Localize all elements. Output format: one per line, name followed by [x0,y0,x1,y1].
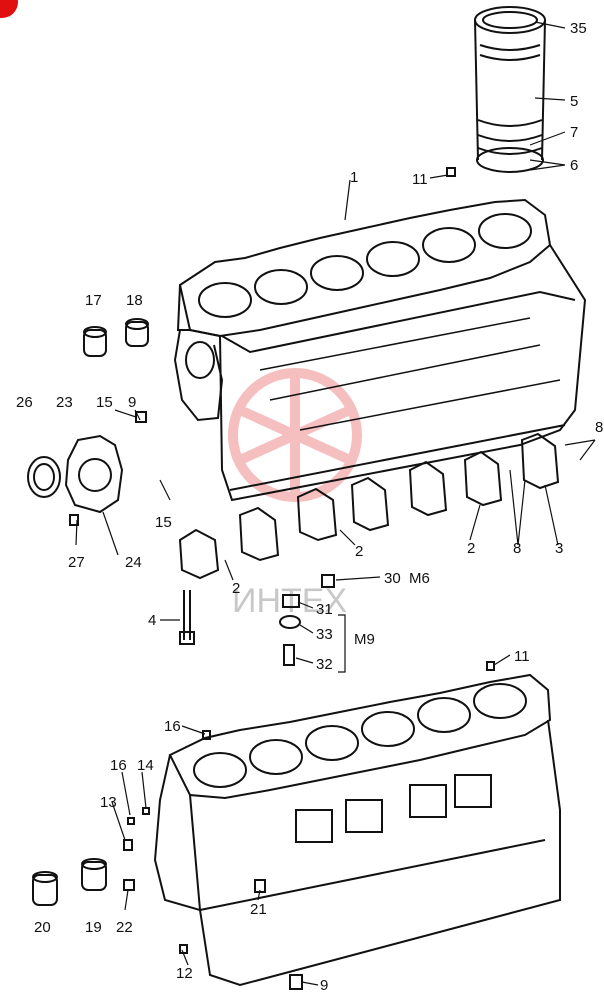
callout-15-upper: 15 [96,394,113,411]
callout-15-lower: 15 [155,514,172,531]
seal-rings-lower [32,858,107,906]
callout-13: 13 [100,794,117,811]
callout-20: 20 [34,919,51,936]
cylinder-liner [474,6,546,173]
callout-8-lower: 8 [513,540,521,557]
lower-cylinder-block [153,673,561,987]
callout-11-upper: 11 [412,171,428,188]
callout-19: 19 [85,919,102,936]
lower-side-ports [295,774,492,843]
callout-17: 17 [85,292,102,309]
callout-12: 12 [176,965,193,982]
callout-26: 26 [16,394,33,411]
callout-m6: M6 [409,570,430,587]
callout-3: 3 [555,540,563,557]
callout-2-right: 2 [467,540,475,557]
callout-11-lower: 11 [514,648,530,665]
callout-5: 5 [570,93,578,110]
callout-leader-lines [75,21,596,986]
rear-cover-plate [64,434,124,514]
callout-7: 7 [570,124,578,141]
callout-1: 1 [350,169,358,186]
callout-18: 18 [126,292,143,309]
callout-8-right: 8 [595,419,603,436]
small-fasteners-lower [123,661,495,990]
callout-16-lower: 16 [110,757,127,774]
callout-32: 32 [316,656,333,673]
upper-cylinder-bores [198,213,532,318]
callout-24: 24 [125,554,142,571]
block-left-flange [173,329,224,422]
lower-cylinder-bores [193,683,527,788]
callout-14: 14 [137,757,154,774]
callout-6: 6 [570,157,578,174]
seal-rings-upper [27,318,149,498]
callout-33: 33 [316,626,333,643]
callout-9-lower: 9 [320,977,328,994]
upper-cylinder-block [176,198,587,502]
callout-23: 23 [56,394,73,411]
callout-21: 21 [250,901,267,918]
callout-9-upper: 9 [128,394,136,411]
callout-4: 4 [148,612,156,629]
callout-27: 27 [68,554,85,571]
watermark-text: ИНТЕХ [232,582,347,620]
corner-badge [0,0,18,18]
callout-16-upper: 16 [164,718,181,735]
callout-31: 31 [316,601,333,618]
callout-2-middle: 2 [355,543,363,560]
callout-35: 35 [570,20,587,37]
main-bearing-caps [178,432,560,580]
callout-2-left: 2 [232,580,240,597]
callout-30: 30 [384,570,401,587]
callout-m9: M9 [354,631,375,648]
callout-22: 22 [116,919,133,936]
callout-labels: 35 5 7 6 11 1 17 18 26 23 15 9 8 15 27 2… [16,20,603,994]
